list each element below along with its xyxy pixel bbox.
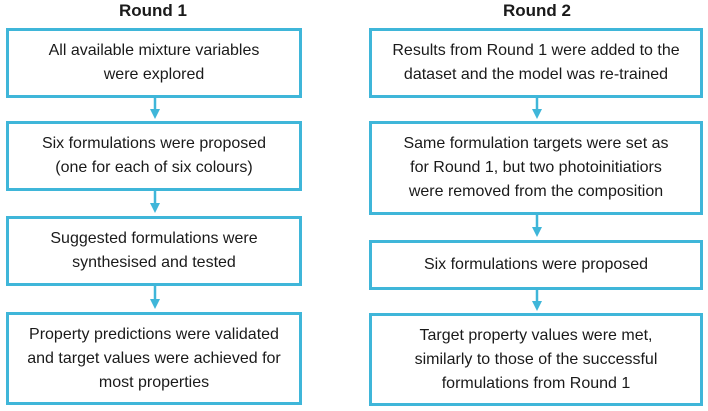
round-1-step-3: Suggested formulations were synthesised …	[6, 216, 302, 286]
round-2-step-3: Six formulations were proposed	[369, 240, 703, 290]
step-text-line: Property predictions were validated	[29, 325, 279, 343]
round-1-step-1: All available mixture variables were exp…	[6, 28, 302, 98]
step-text-line: Six formulations were proposed	[41, 135, 267, 152]
step-text-line: Target property values were met,	[419, 326, 653, 344]
step-text-line: for Round 1, but two photoinitiatiors	[410, 159, 662, 176]
round-1-title: Round 1	[119, 1, 187, 20]
step-text-line: dataset and the model was re-trained	[403, 66, 669, 83]
step-text-line: Same formulation targets were set as	[403, 135, 669, 152]
round-1-step-4: Property predictions were validated and …	[6, 312, 302, 405]
round-2-step-4: Target property values were met, similar…	[369, 313, 703, 406]
step-text-line: Suggested formulations were	[50, 230, 258, 247]
step-text-line: Results from Round 1 were added to the	[392, 42, 680, 59]
round-2-title: Round 2	[503, 1, 571, 20]
round-1-step-2: Six formulations were proposed (one for …	[6, 121, 302, 191]
round-2-step-2: Same formulation targets were set as for…	[369, 121, 703, 215]
step-text-line: were explored	[103, 66, 205, 83]
round-2-step-1: Results from Round 1 were added to the d…	[369, 28, 703, 98]
step-text-line: (one for each of six colours)	[55, 159, 253, 176]
step-text-line: most properties	[98, 373, 210, 391]
step-text-line: similarly to those of the successful	[414, 350, 658, 368]
step-text-line: All available mixture variables	[48, 42, 260, 59]
step-text-line: synthesised and tested	[72, 254, 236, 271]
step-text-line: and target values were achieved for	[27, 349, 281, 367]
step-text-line: were removed from the composition	[408, 183, 664, 200]
step-text-line: Six formulations were proposed	[423, 256, 649, 273]
step-text-line: formulations from Round 1	[441, 374, 631, 392]
